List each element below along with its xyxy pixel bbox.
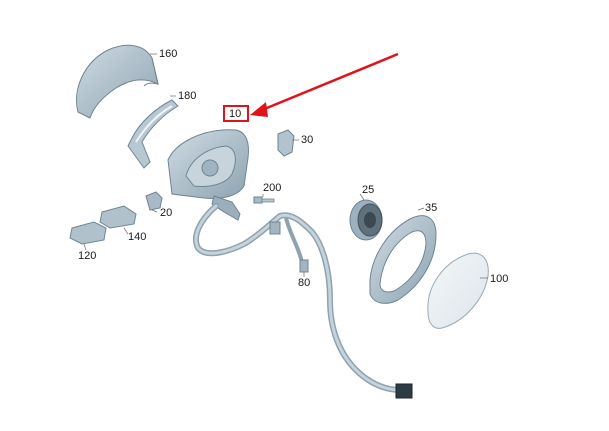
part-120-component	[69, 221, 107, 245]
callout-80: 80	[298, 277, 311, 289]
part-100-mirror-glass	[427, 252, 489, 329]
part-180-indicator-strip	[127, 99, 179, 169]
callout-200: 200	[263, 182, 282, 194]
highlight-arrow	[250, 52, 399, 117]
part-140-bracket	[99, 205, 137, 229]
callout-120: 120	[78, 250, 97, 262]
callout-10: 10	[229, 108, 242, 120]
callout-100: 100	[490, 273, 509, 285]
part-35-mirror-frame	[369, 215, 437, 304]
callout-180: 180	[178, 90, 197, 102]
wiring-harness	[193, 203, 413, 399]
callout-35: 35	[425, 202, 438, 214]
leader-lines	[83, 53, 488, 279]
part-30-bracket	[277, 129, 295, 157]
part-200-screw	[253, 196, 275, 204]
callout-140: 140	[128, 231, 147, 243]
callout-160: 160	[159, 48, 178, 60]
part-10-mirror-housing	[167, 129, 249, 221]
highlight-box	[223, 105, 249, 122]
callout-30: 30	[301, 134, 314, 146]
part-20-clip	[145, 191, 163, 211]
callout-25: 25	[362, 184, 375, 196]
callout-20: 20	[160, 207, 173, 219]
part-160-mirror-cap	[76, 44, 159, 119]
part-25-adjustment-motor	[349, 199, 383, 241]
